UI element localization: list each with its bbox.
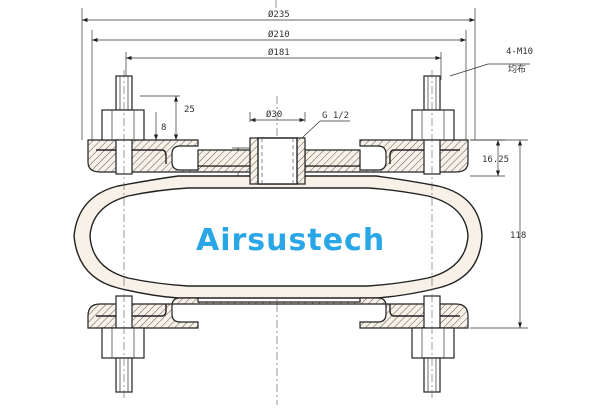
dimension-plate-diameter: Ø181 <box>125 47 442 80</box>
dim-label-plate-height: 16.25 <box>482 155 509 165</box>
air-port-fitting <box>249 137 306 185</box>
dimension-bolt-circle: Ø210 <box>91 29 467 140</box>
dimension-stud-length: 25 <box>140 95 195 140</box>
dim-label-overall-height: 118 <box>510 231 526 241</box>
bottom-mounting-plate <box>87 297 469 329</box>
dimension-port-diameter: Ø30 <box>249 109 306 123</box>
bolt-spec-note: 均布 <box>508 63 526 75</box>
dim-label-port-diameter: Ø30 <box>266 109 282 120</box>
dimension-plate-height: 16.25 <box>470 139 509 177</box>
dim-label-bolt-circle: Ø210 <box>268 29 290 40</box>
bottom-left-stud-icon <box>101 295 145 393</box>
bolt-spec-label: 4-M10 <box>506 47 533 57</box>
dimension-stud-inner: 8 <box>153 112 166 140</box>
bellows-inner-wall <box>89 187 469 287</box>
bottom-right-stud-icon <box>411 295 455 393</box>
top-left-stud-icon <box>101 75 145 175</box>
dimension-overall-height: 118 <box>470 139 528 329</box>
port-thread-callout: G 1/2 <box>301 111 350 139</box>
dim-label-plate-diameter: Ø181 <box>268 47 290 58</box>
port-thread-label: G 1/2 <box>322 111 349 121</box>
dim-label-outer-diameter: Ø235 <box>268 9 290 20</box>
bolt-spec-callout: 4-M10 均布 <box>449 47 533 77</box>
dimension-outer-diameter: Ø235 <box>81 8 476 140</box>
dim-label-stud-length: 25 <box>184 105 195 115</box>
dim-label-stud-inner: 8 <box>161 123 166 133</box>
watermark-logo: Airsustech <box>196 223 385 258</box>
